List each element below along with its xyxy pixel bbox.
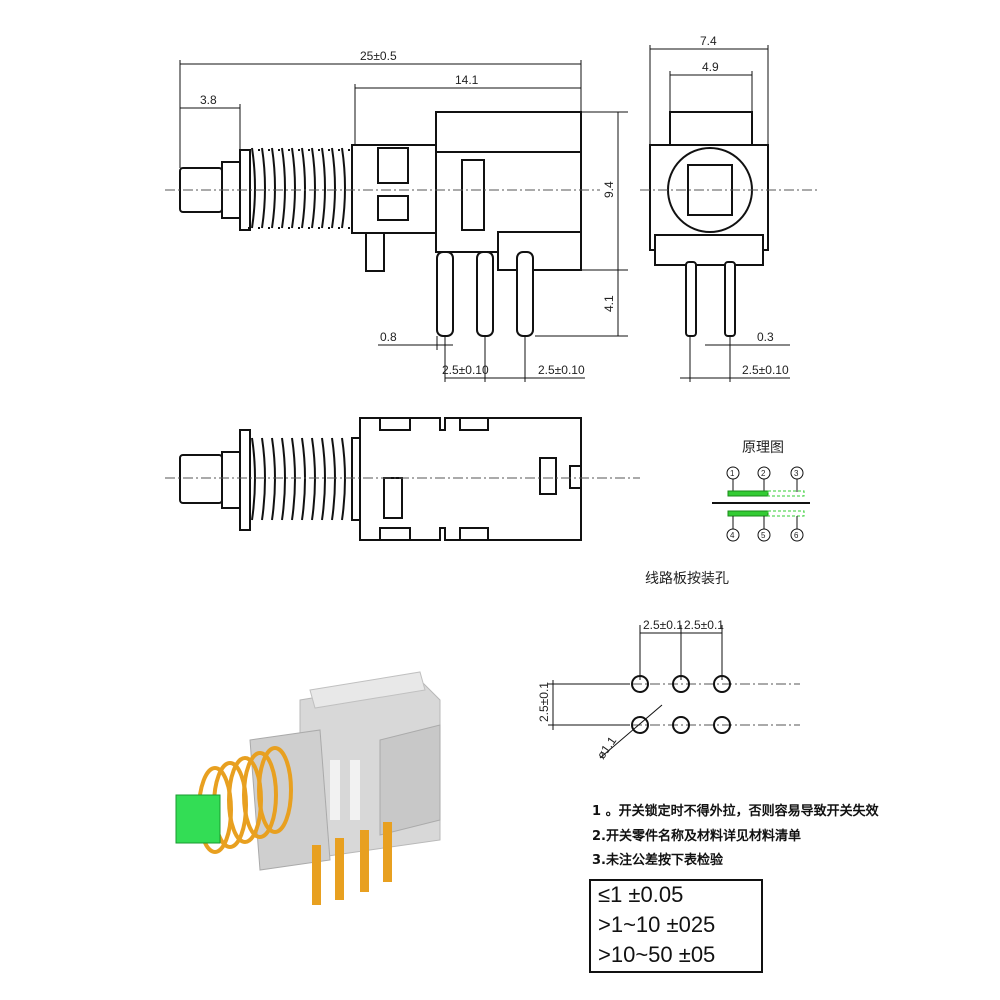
side-view: 7.4 4.9 0.3 2.5±0.10 bbox=[640, 34, 820, 382]
dim-height-body: 9.4 bbox=[602, 181, 616, 198]
pin-label-2: 2 bbox=[761, 469, 766, 478]
dim-pin-pitch-b: 2.5±0.10 bbox=[538, 363, 585, 377]
dim-height-pins: 4.1 bbox=[602, 295, 616, 312]
pcb-pitch-x1: 2.5±0.1 bbox=[643, 618, 683, 632]
dim-body-length: 14.1 bbox=[455, 73, 479, 87]
note-2: 2.开关零件名称及材料详见材料清单 bbox=[592, 828, 801, 844]
pin-2 bbox=[476, 251, 494, 337]
tol-row-3: >10~50 ±05 bbox=[598, 942, 715, 967]
tol-row-1: ≤1 ±0.05 bbox=[598, 882, 683, 907]
pin-label-3: 3 bbox=[794, 469, 799, 478]
pcb-hole bbox=[672, 675, 690, 693]
dim-side-width: 7.4 bbox=[700, 34, 717, 48]
pin-3 bbox=[516, 251, 534, 337]
pin-label-1: 1 bbox=[730, 469, 735, 478]
tol-row-2: >1~10 ±025 bbox=[598, 912, 715, 937]
pcb-title: 线路板按装孔 bbox=[645, 571, 729, 587]
pcb-pitch-y: 2.5±0.1 bbox=[537, 682, 551, 722]
component-render bbox=[175, 671, 441, 905]
note-1: 1 。开关锁定时不得外拉，否则容易导致开关失效 bbox=[592, 803, 880, 819]
dim-overall-length: 25±0.5 bbox=[360, 49, 397, 63]
pcb-hole-diameter: ø1.1 bbox=[594, 734, 619, 762]
green-button bbox=[175, 794, 221, 844]
front-view: 25±0.5 14.1 3.8 bbox=[165, 49, 628, 382]
pcb-pitch-x2: 2.5±0.1 bbox=[684, 618, 724, 632]
note-3: 3.未注公差按下表检验 bbox=[592, 852, 724, 868]
pcb-hole bbox=[631, 675, 649, 693]
pcb-hole bbox=[713, 716, 731, 734]
dim-pin-pitch-a: 2.5±0.10 bbox=[442, 363, 489, 377]
dim-plunger-length: 3.8 bbox=[200, 93, 217, 107]
schematic: 原理图 1 2 3 4 5 6 bbox=[712, 440, 810, 542]
dim-side-pin-thickness: 0.3 bbox=[757, 330, 774, 344]
pcb-hole bbox=[672, 716, 690, 734]
tolerance-table: ≤1 ±0.05 >1~10 ±025 >10~50 ±05 bbox=[589, 879, 763, 973]
dim-side-inner: 4.9 bbox=[702, 60, 719, 74]
schematic-title: 原理图 bbox=[742, 440, 784, 456]
pin-1 bbox=[436, 251, 454, 337]
spring-coils bbox=[248, 147, 352, 229]
pcb-hole bbox=[631, 716, 649, 734]
dim-side-pitch: 2.5±0.10 bbox=[742, 363, 789, 377]
pin-label-5: 5 bbox=[761, 531, 766, 540]
pcb-layout: 线路板按装孔 2.5±0.1 2.5±0.1 2.5±0.1 ø1.1 bbox=[537, 571, 800, 762]
pcb-hole bbox=[713, 675, 731, 693]
top-view bbox=[165, 417, 640, 541]
dim-pin-width: 0.8 bbox=[380, 330, 397, 344]
notes: 1 。开关锁定时不得外拉，否则容易导致开关失效 2.开关零件名称及材料详见材料清… bbox=[592, 803, 880, 868]
pin-label-4: 4 bbox=[730, 531, 735, 540]
pin-label-6: 6 bbox=[794, 531, 799, 540]
